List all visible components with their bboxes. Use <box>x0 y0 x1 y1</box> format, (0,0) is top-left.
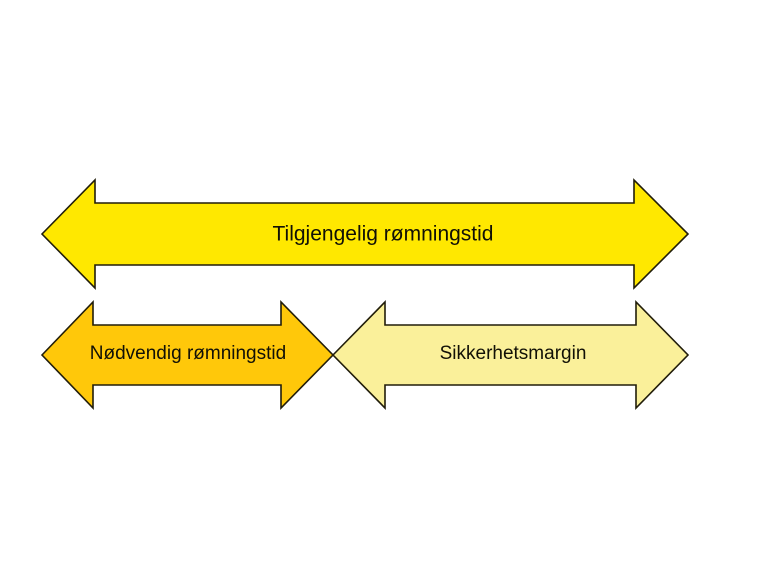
arrow-safety-margin-label: Sikkerhetsmargin <box>440 343 587 364</box>
arrow-required-escape-time-label: Nødvendig rømningstid <box>90 343 286 364</box>
arrow-safety-margin-shape <box>331 300 690 410</box>
arrow-required-escape-time[interactable]: Nødvendig rømningstid <box>40 300 335 410</box>
arrow-available-escape-time-shape <box>40 178 690 290</box>
arrow-safety-margin[interactable]: Sikkerhetsmargin <box>331 300 690 410</box>
arrow-available-escape-time[interactable]: Tilgjengelig rømningstid <box>40 178 690 290</box>
arrow-available-escape-time-label: Tilgjengelig rømningstid <box>273 223 494 246</box>
